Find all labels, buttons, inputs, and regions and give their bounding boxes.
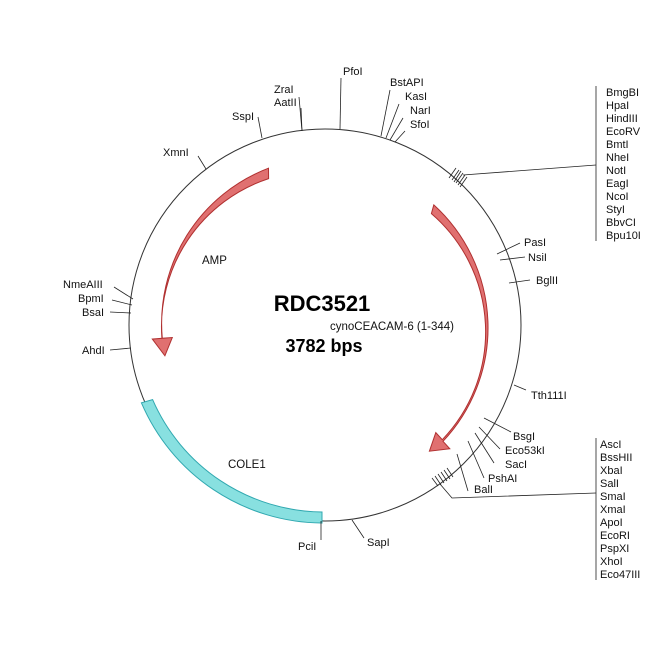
cluster-site-label: EcoRI — [600, 530, 630, 542]
cluster-site-label: BmgBI — [606, 87, 639, 99]
cole1-origin-band — [140, 398, 323, 524]
cluster-site-label: ApoI — [600, 517, 623, 529]
cluster-site-label: XbaI — [600, 465, 623, 477]
svg-text:SspI: SspI — [232, 111, 254, 123]
svg-text:SacI: SacI — [505, 459, 527, 471]
site-pshai: PshAI — [467, 440, 517, 485]
site-bpmi: BpmI — [78, 293, 133, 306]
cluster-site-label: NotI — [606, 165, 626, 177]
site-pasi: PasI — [496, 237, 546, 255]
svg-text:NmeAIII: NmeAIII — [63, 279, 103, 291]
site-eco53ki: Eco53kI — [478, 426, 545, 457]
cluster-site-label: Bpu10I — [606, 230, 641, 242]
cluster-site-label: EcoRV — [606, 126, 641, 138]
svg-text:BsaI: BsaI — [82, 307, 104, 319]
plasmid-name: RDC3521 — [274, 291, 371, 316]
cluster-site-label: BssHII — [600, 452, 632, 464]
plasmid-backbone — [128, 128, 522, 522]
cluster-top-labels: BmgBIHpaIHindIIIEcoRVBmtINheINotIEagINco… — [606, 87, 641, 242]
amp-feature-label: AMP — [202, 255, 227, 267]
site-sspi: SspI — [232, 111, 263, 139]
svg-text:KasI: KasI — [405, 91, 427, 103]
cluster-site-label: Eco47III — [600, 569, 640, 581]
svg-text:NarI: NarI — [410, 105, 431, 117]
cluster-site-label: NheI — [606, 152, 629, 164]
site-ahdi: AhdI — [82, 345, 132, 357]
site-bsai: BsaI — [82, 307, 132, 319]
svg-text:Tth111I: Tth111I — [531, 390, 567, 402]
site-bglii: BglII — [508, 275, 558, 287]
cluster-site-label: StyI — [606, 204, 625, 216]
cluster-site-label: XhoI — [600, 556, 623, 568]
cluster-site-label: HindIII — [606, 113, 638, 125]
svg-text:XmnI: XmnI — [163, 147, 189, 159]
svg-text:PfoI: PfoI — [343, 66, 363, 78]
site-bstapi: BstAPI — [380, 77, 424, 137]
svg-text:NsiI: NsiI — [528, 252, 547, 264]
svg-text:PciI: PciI — [298, 541, 316, 553]
insert-feature-label: cynoCEACAM-6 (1-344) — [330, 321, 454, 333]
svg-text:AatII: AatII — [274, 97, 297, 109]
cluster-site-label: BmtI — [606, 139, 629, 151]
cluster-bottom-labels: AscIBssHIIXbaISalISmaIXmaIApoIEcoRIPspXI… — [600, 439, 640, 581]
svg-text:ZraI: ZraI — [274, 84, 294, 96]
cluster-bottom-ticks — [431, 438, 597, 580]
svg-text:SfoI: SfoI — [410, 119, 430, 131]
site-saci: SacI — [474, 432, 527, 471]
cole1-feature-label: COLE1 — [228, 459, 266, 471]
cluster-site-label: SmaI — [600, 491, 626, 503]
svg-text:BstAPI: BstAPI — [390, 77, 424, 89]
svg-text:BpmI: BpmI — [78, 293, 104, 305]
cluster-top-ticks — [448, 86, 597, 241]
site-aatii: AatII — [274, 97, 303, 132]
svg-text:PasI: PasI — [524, 237, 546, 249]
svg-text:PshAI: PshAI — [488, 473, 517, 485]
site-bsgi: BsgI — [483, 417, 535, 443]
plasmid-size: 3782 bps — [285, 336, 362, 356]
svg-text:BalI: BalI — [474, 484, 493, 496]
site-pfoi: PfoI — [339, 66, 363, 130]
cluster-site-label: AscI — [600, 439, 621, 451]
site-pcii: PciI — [298, 521, 322, 553]
site-nsii: NsiI — [499, 252, 547, 264]
cluster-site-label: BbvCI — [606, 217, 636, 229]
cluster-site-label: SalI — [600, 478, 619, 490]
svg-text:BsgI: BsgI — [513, 431, 535, 443]
insert-feature-arrow — [428, 203, 489, 452]
site-nari: NarI — [389, 105, 431, 141]
cluster-site-label: NcoI — [606, 191, 629, 203]
svg-text:BglII: BglII — [536, 275, 558, 287]
cluster-site-label: HpaI — [606, 100, 629, 112]
site-xmni: XmnI — [163, 147, 207, 170]
svg-text:AhdI: AhdI — [82, 345, 105, 357]
site-tth111i: Tth111I — [513, 384, 567, 402]
site-nmeaiii: NmeAIII — [63, 279, 134, 300]
svg-text:SapI: SapI — [367, 537, 390, 549]
site-sfoi: SfoI — [394, 119, 430, 143]
svg-text:Eco53kI: Eco53kI — [505, 445, 545, 457]
site-bali: BalI — [456, 453, 493, 496]
cluster-site-label: EagI — [606, 178, 629, 190]
site-kasi: KasI — [385, 91, 427, 139]
amp-feature-arrow — [151, 167, 270, 357]
cluster-site-label: XmaI — [600, 504, 626, 516]
site-sapi: SapI — [351, 519, 390, 549]
cluster-site-label: PspXI — [600, 543, 629, 555]
